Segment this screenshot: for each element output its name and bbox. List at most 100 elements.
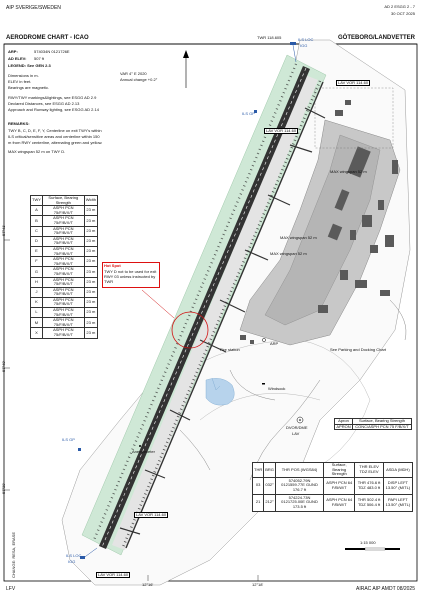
remarks-line-3: m from RWY centerline, alternating green… — [8, 140, 103, 145]
arp-marker — [262, 338, 266, 342]
twy-table-cell: ASPH PCN 75/F/B/X/T — [41, 266, 85, 278]
max-wingspan-label-2: MAX wingspan 52 m — [280, 235, 317, 240]
twy-table-cell: 23 m — [83, 225, 99, 237]
arp-label: ARP: — [8, 49, 18, 54]
remarks-title: REMARKS: — [8, 121, 30, 126]
rwy-table-cell: 032° — [263, 476, 276, 495]
scale-bar — [345, 547, 400, 551]
taxiway-parallel-area — [112, 75, 318, 550]
twy-table-cell: B — [30, 215, 43, 227]
twy-table-cell: 23 m — [83, 307, 99, 319]
taxiway-parallel — [125, 81, 324, 549]
twy-table-cell: G — [30, 266, 43, 278]
twy-table-cell: 23 m — [83, 296, 99, 309]
twy-table-header: Width — [83, 194, 99, 207]
header-ref: AD 2 ESGG 2 - 7 — [384, 4, 415, 9]
rwy-table-cell: THR 476.6 ft TDZ 483.0 ft — [354, 476, 384, 495]
runway-03-21 — [99, 66, 310, 549]
twy-table-cell: J — [30, 286, 43, 298]
twy-table-cell: ASPH PCN 75/F/B/X/T — [41, 286, 85, 298]
arp-map-label: ARP — [270, 341, 279, 346]
anemometer-label: Anemometer — [132, 449, 155, 454]
lat-label-3: 57°39' — [1, 482, 6, 494]
dims-line-2: ELEV in feet. — [8, 79, 32, 84]
rwy-table-header: Surface, Bearing Strength — [323, 462, 356, 478]
note-2: Declared Distances, see ESGG AD 2.13 — [8, 101, 80, 106]
lat-label-2: 57°40' — [1, 360, 6, 372]
twy-table-cell: M — [30, 317, 43, 329]
twy-table-cell: ASPH PCN 75/F/B/X/T — [41, 307, 85, 319]
twy-table-cell: 23 m — [83, 256, 99, 268]
anemometer-icon — [139, 445, 141, 447]
windsock-label: Windsock — [268, 386, 286, 391]
twy-table-cell: 23 m — [83, 215, 99, 227]
rwy-table-cell: 212° — [263, 493, 276, 512]
twy-table-header: Surface, Bearing Strength — [41, 194, 85, 207]
note-1: RWY/TWY markings&lightings, see ESGG AD … — [8, 95, 97, 100]
twy-table-header: TWY — [30, 194, 43, 207]
var-label: VAR 4° E 2020 — [120, 71, 147, 76]
ils-gp-21-label: ILS GP — [242, 111, 255, 116]
twy-table-cell: 23 m — [83, 245, 99, 258]
rwy-table-cell: THR 502.4 ft TDZ 506.4 ft — [354, 493, 384, 512]
apron-table-cell: CONC/ASPH PCN 75 F/B/X/T — [351, 423, 413, 431]
apron-table-cell: APRON — [334, 423, 353, 431]
ils-gp-03-label: ILS GP — [62, 437, 75, 442]
twy-table-cell: L — [30, 307, 43, 319]
rwy-table-cell: 574052.79N 0121559.77E GUND 176.7 ft — [274, 476, 325, 495]
twy-table-cell: H — [30, 276, 43, 288]
windsock-icon — [262, 383, 265, 385]
parking-chart-ref: See Parking and Docking Chart — [330, 347, 387, 352]
footer-lfv: LFV — [6, 586, 16, 592]
twy-table-cell: ASPH PCN 75/F/B/X/T — [41, 235, 85, 247]
footer-change-note: CHANGE: RESA, ERASE — [11, 531, 16, 578]
lat-label-1: 57°41' — [1, 224, 6, 236]
hot-spot-line-3: TWR — [104, 279, 114, 284]
hot-spot-line-1: TWY D not to be used for exit — [104, 269, 157, 274]
ils-loc-03-ident: IGG — [68, 559, 76, 564]
twy-table-cell: 23 m — [83, 286, 99, 298]
elev-value: 507 ft — [34, 56, 45, 61]
fire-station-label: Fire station — [220, 347, 240, 352]
apron-table: Apron Surface, Bearing Strength APRON CO… — [334, 418, 413, 431]
note-3: Approach and Runway lighting, see ESGG A… — [8, 107, 99, 112]
legend-ref: LEGEND: See GEN 2.3 — [8, 63, 51, 68]
dims-line-3: Bearings are magnetic. — [8, 85, 50, 90]
lav-vor-bottom-label-2: LAV VOR 114.60 — [96, 572, 131, 578]
rwy-table-cell: 574224.73N 0121725.00E GUND 173.5 ft — [274, 493, 325, 512]
hot-spot-circle — [171, 311, 209, 349]
ils-markers — [78, 42, 296, 559]
rwy-table-header: THR ELEV TDZ ELEV — [354, 462, 384, 478]
twy-table-cell: ASPH PCN 75/F/B/X/T — [41, 296, 85, 309]
twy-table-cell: ASPH PCN 75/F/B/X/T — [41, 225, 85, 237]
twy-table-cell: A — [30, 205, 43, 217]
twy-table-cell: E — [30, 245, 43, 258]
twy-table-cell: ASPH PCN 75/F/B/X/T — [41, 256, 85, 268]
lon-label-2: 12°18' — [252, 582, 264, 587]
aerodrome-location: GÖTEBORG/LANDVETTER — [337, 35, 415, 41]
hot-spot-box — [102, 262, 160, 288]
twy-table-cell: ASPH PCN 75/F/B/X/T — [41, 276, 85, 288]
rwy-table-cell: DISP LEFT 13.50° (MITL) — [382, 476, 414, 495]
rwy-table-header: BRG — [263, 462, 276, 478]
dvor-ident: LAV — [292, 431, 300, 436]
ils-loc-21-ident: IGG — [300, 43, 308, 48]
footer-amdt: AIRAC AIP AMDT 08/2025 — [355, 586, 415, 592]
twy-table-cell: ASPH PCN 75/F/B/X/T — [41, 215, 85, 227]
twy-table-cell: 23 m — [83, 317, 99, 329]
twy-table-cell: ASPH PCN 75/F/B/X/T — [41, 205, 85, 217]
